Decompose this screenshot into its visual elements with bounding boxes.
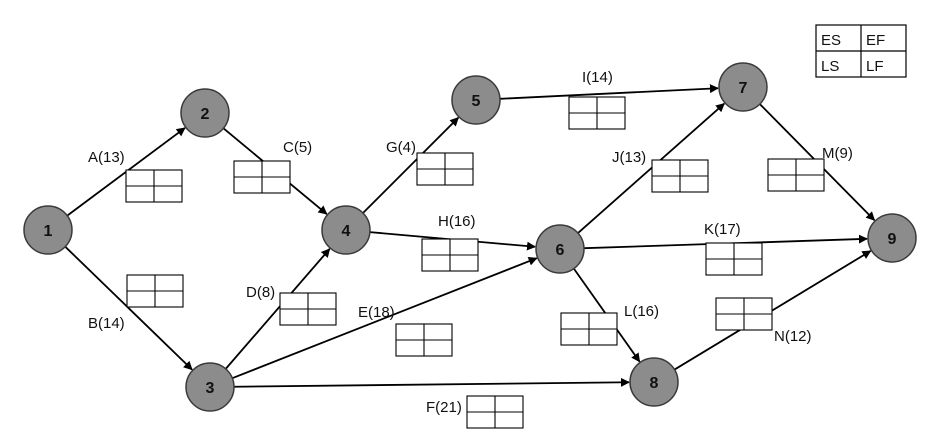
time-box-i	[568, 96, 626, 130]
legend-ef: EF	[866, 32, 885, 49]
time-box-a	[125, 169, 183, 203]
arrow-g	[362, 117, 459, 214]
node-8: 8	[629, 357, 679, 407]
node-3: 3	[185, 362, 235, 412]
activity-label-e: E(18)	[358, 304, 395, 321]
node-9: 9	[867, 213, 917, 263]
node-label: 2	[201, 106, 210, 123]
time-box-m	[767, 158, 825, 192]
time-box-e	[395, 323, 453, 357]
time-box-j	[651, 159, 709, 193]
activity-label-c: C(5)	[283, 139, 312, 156]
node-label: 6	[556, 242, 565, 259]
legend-ls: LS	[821, 58, 839, 75]
node-circle	[451, 75, 501, 125]
time-box-h	[421, 238, 479, 272]
activity-label-f: F(21)	[426, 399, 462, 416]
activity-label-d: D(8)	[246, 284, 275, 301]
activity-label-n: N(12)	[774, 328, 812, 345]
activity-label-h: H(16)	[438, 213, 476, 230]
arrow-n	[674, 250, 872, 371]
legend-lf: LF	[866, 58, 884, 75]
node-circle	[718, 62, 768, 112]
node-label: 5	[472, 93, 481, 110]
activity-label-m: M(9)	[822, 145, 853, 162]
activity-label-g: G(4)	[386, 139, 416, 156]
time-box-k	[705, 242, 763, 276]
node-label: 3	[206, 380, 215, 397]
time-box-b	[126, 274, 184, 308]
activity-label-j: J(13)	[612, 149, 646, 166]
node-7: 7	[718, 62, 768, 112]
node-1: 1	[23, 205, 73, 255]
arrow-j	[577, 102, 725, 234]
node-label: 8	[650, 375, 659, 392]
node-circle	[629, 357, 679, 407]
node-label: 7	[739, 80, 748, 97]
node-label: 4	[342, 223, 351, 240]
node-6: 6	[535, 224, 585, 274]
time-box-l	[560, 312, 618, 346]
arrow-i	[499, 84, 719, 100]
node-label: 9	[888, 231, 897, 248]
legend: ES EF LS LF	[815, 24, 907, 78]
node-label: 1	[44, 223, 53, 240]
node-2: 2	[180, 88, 230, 138]
node-circle	[180, 88, 230, 138]
activity-label-a: A(13)	[88, 149, 125, 166]
time-box-c	[233, 160, 291, 194]
arrow-e	[231, 256, 538, 380]
activity-label-i: I(14)	[582, 69, 613, 86]
time-box-g	[416, 152, 474, 186]
arrow-b	[64, 246, 193, 371]
arrow-f	[233, 377, 630, 388]
activity-label-k: K(17)	[704, 221, 741, 238]
node-circle	[321, 205, 371, 255]
node-4: 4	[321, 205, 371, 255]
node-circle	[23, 205, 73, 255]
node-circle	[535, 224, 585, 274]
time-box-n	[715, 297, 773, 331]
node-circle	[867, 213, 917, 263]
activity-label-b: B(14)	[88, 315, 125, 332]
legend-es: ES	[821, 32, 841, 49]
time-box-d	[279, 292, 337, 326]
activity-label-l: L(16)	[624, 303, 659, 320]
node-5: 5	[451, 75, 501, 125]
time-box-f	[466, 395, 524, 429]
node-circle	[185, 362, 235, 412]
arrow-d	[225, 248, 331, 370]
